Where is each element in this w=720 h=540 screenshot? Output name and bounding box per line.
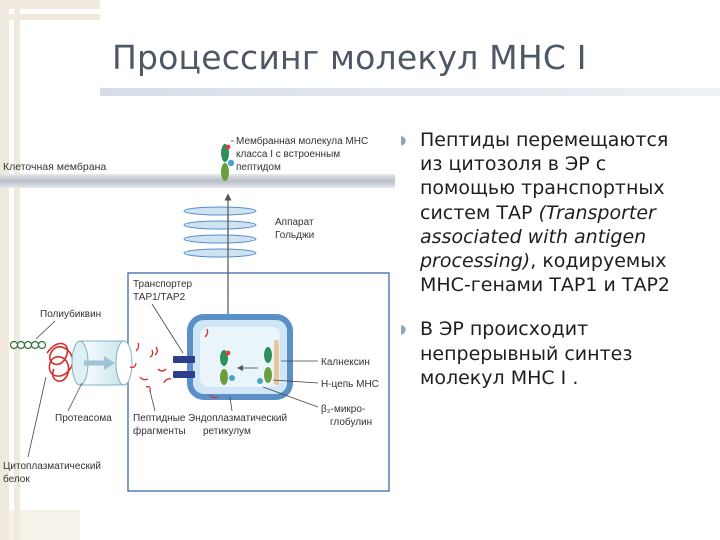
cell-membrane — [0, 174, 395, 188]
membrane-mhc-label-2: класса I с встроенным — [236, 149, 340, 160]
bullet-item-tap-transport: ◗ Пептиды перемещаются из цитозоля в ЭР … — [400, 129, 670, 297]
mhc-processing-diagram: Клеточная мембрана Мембранная молекула М… — [0, 135, 395, 492]
slide-title: Процессинг молекул МНС I — [112, 38, 587, 77]
tap-transporter — [173, 356, 195, 378]
b2-microglobulin-label-2: глобулин — [330, 416, 372, 428]
polyubiquitin-chain — [9, 340, 47, 350]
transporter-label-2: ТАР1/ТАР2 — [133, 292, 186, 303]
cytoplasmic-protein-label-2: белок — [3, 473, 30, 485]
calnexin-label: Калнексин — [321, 357, 370, 368]
corner-decoration — [0, 0, 100, 540]
proteasome-label: Протеасома — [55, 413, 112, 424]
golgi-apparatus — [183, 206, 257, 258]
polyubiquitin-label: Полиубиквин — [40, 308, 101, 320]
peptide-fragments — [129, 328, 219, 399]
bullet-marker-icon: ◗ — [400, 133, 407, 147]
b2-microglobulin-label-1: β₂-микро- — [321, 404, 365, 415]
peptide-fragments-label-2: фрагменты — [133, 425, 186, 437]
transporter-leader — [151, 303, 184, 354]
golgi-label-1: Аппарат — [275, 217, 314, 228]
golgi-label-2: Гольджи — [275, 230, 314, 241]
bullet-marker-icon: ◗ — [400, 322, 407, 337]
h-chain-label: Н-цепь МНС — [321, 379, 379, 390]
title-underline — [100, 88, 720, 96]
er-label-1: Эндоплазматический — [188, 413, 287, 424]
proteasome — [71, 340, 133, 386]
cytoplasmic-protein — [46, 342, 74, 382]
cell-membrane-label: Клеточная мембрана — [3, 161, 106, 173]
bullet-item-er-synthesis: ◗ В ЭР происходит непрерывный синтез мол… — [400, 318, 633, 389]
er-mhc-molecule-calnexin — [257, 340, 279, 385]
peptide-fragments-label-1: Пептидные — [133, 413, 186, 424]
membrane-mhc-molecule — [221, 144, 235, 181]
bullet-list: ◗ Пептиды перемещаются из цитозоля в ЭР … — [400, 128, 710, 410]
er-mhc-molecule-loaded — [220, 350, 235, 385]
membrane-mhc-label-3: пептидом — [236, 162, 281, 173]
membrane-mhc-label-1: Мембранная молекула МНС — [236, 135, 368, 147]
transporter-label-1: Транспортер — [133, 279, 193, 290]
er-label-2: ретикулум — [203, 426, 251, 437]
cytoplasmic-protein-label-1: Цитоплазматический — [3, 461, 101, 472]
